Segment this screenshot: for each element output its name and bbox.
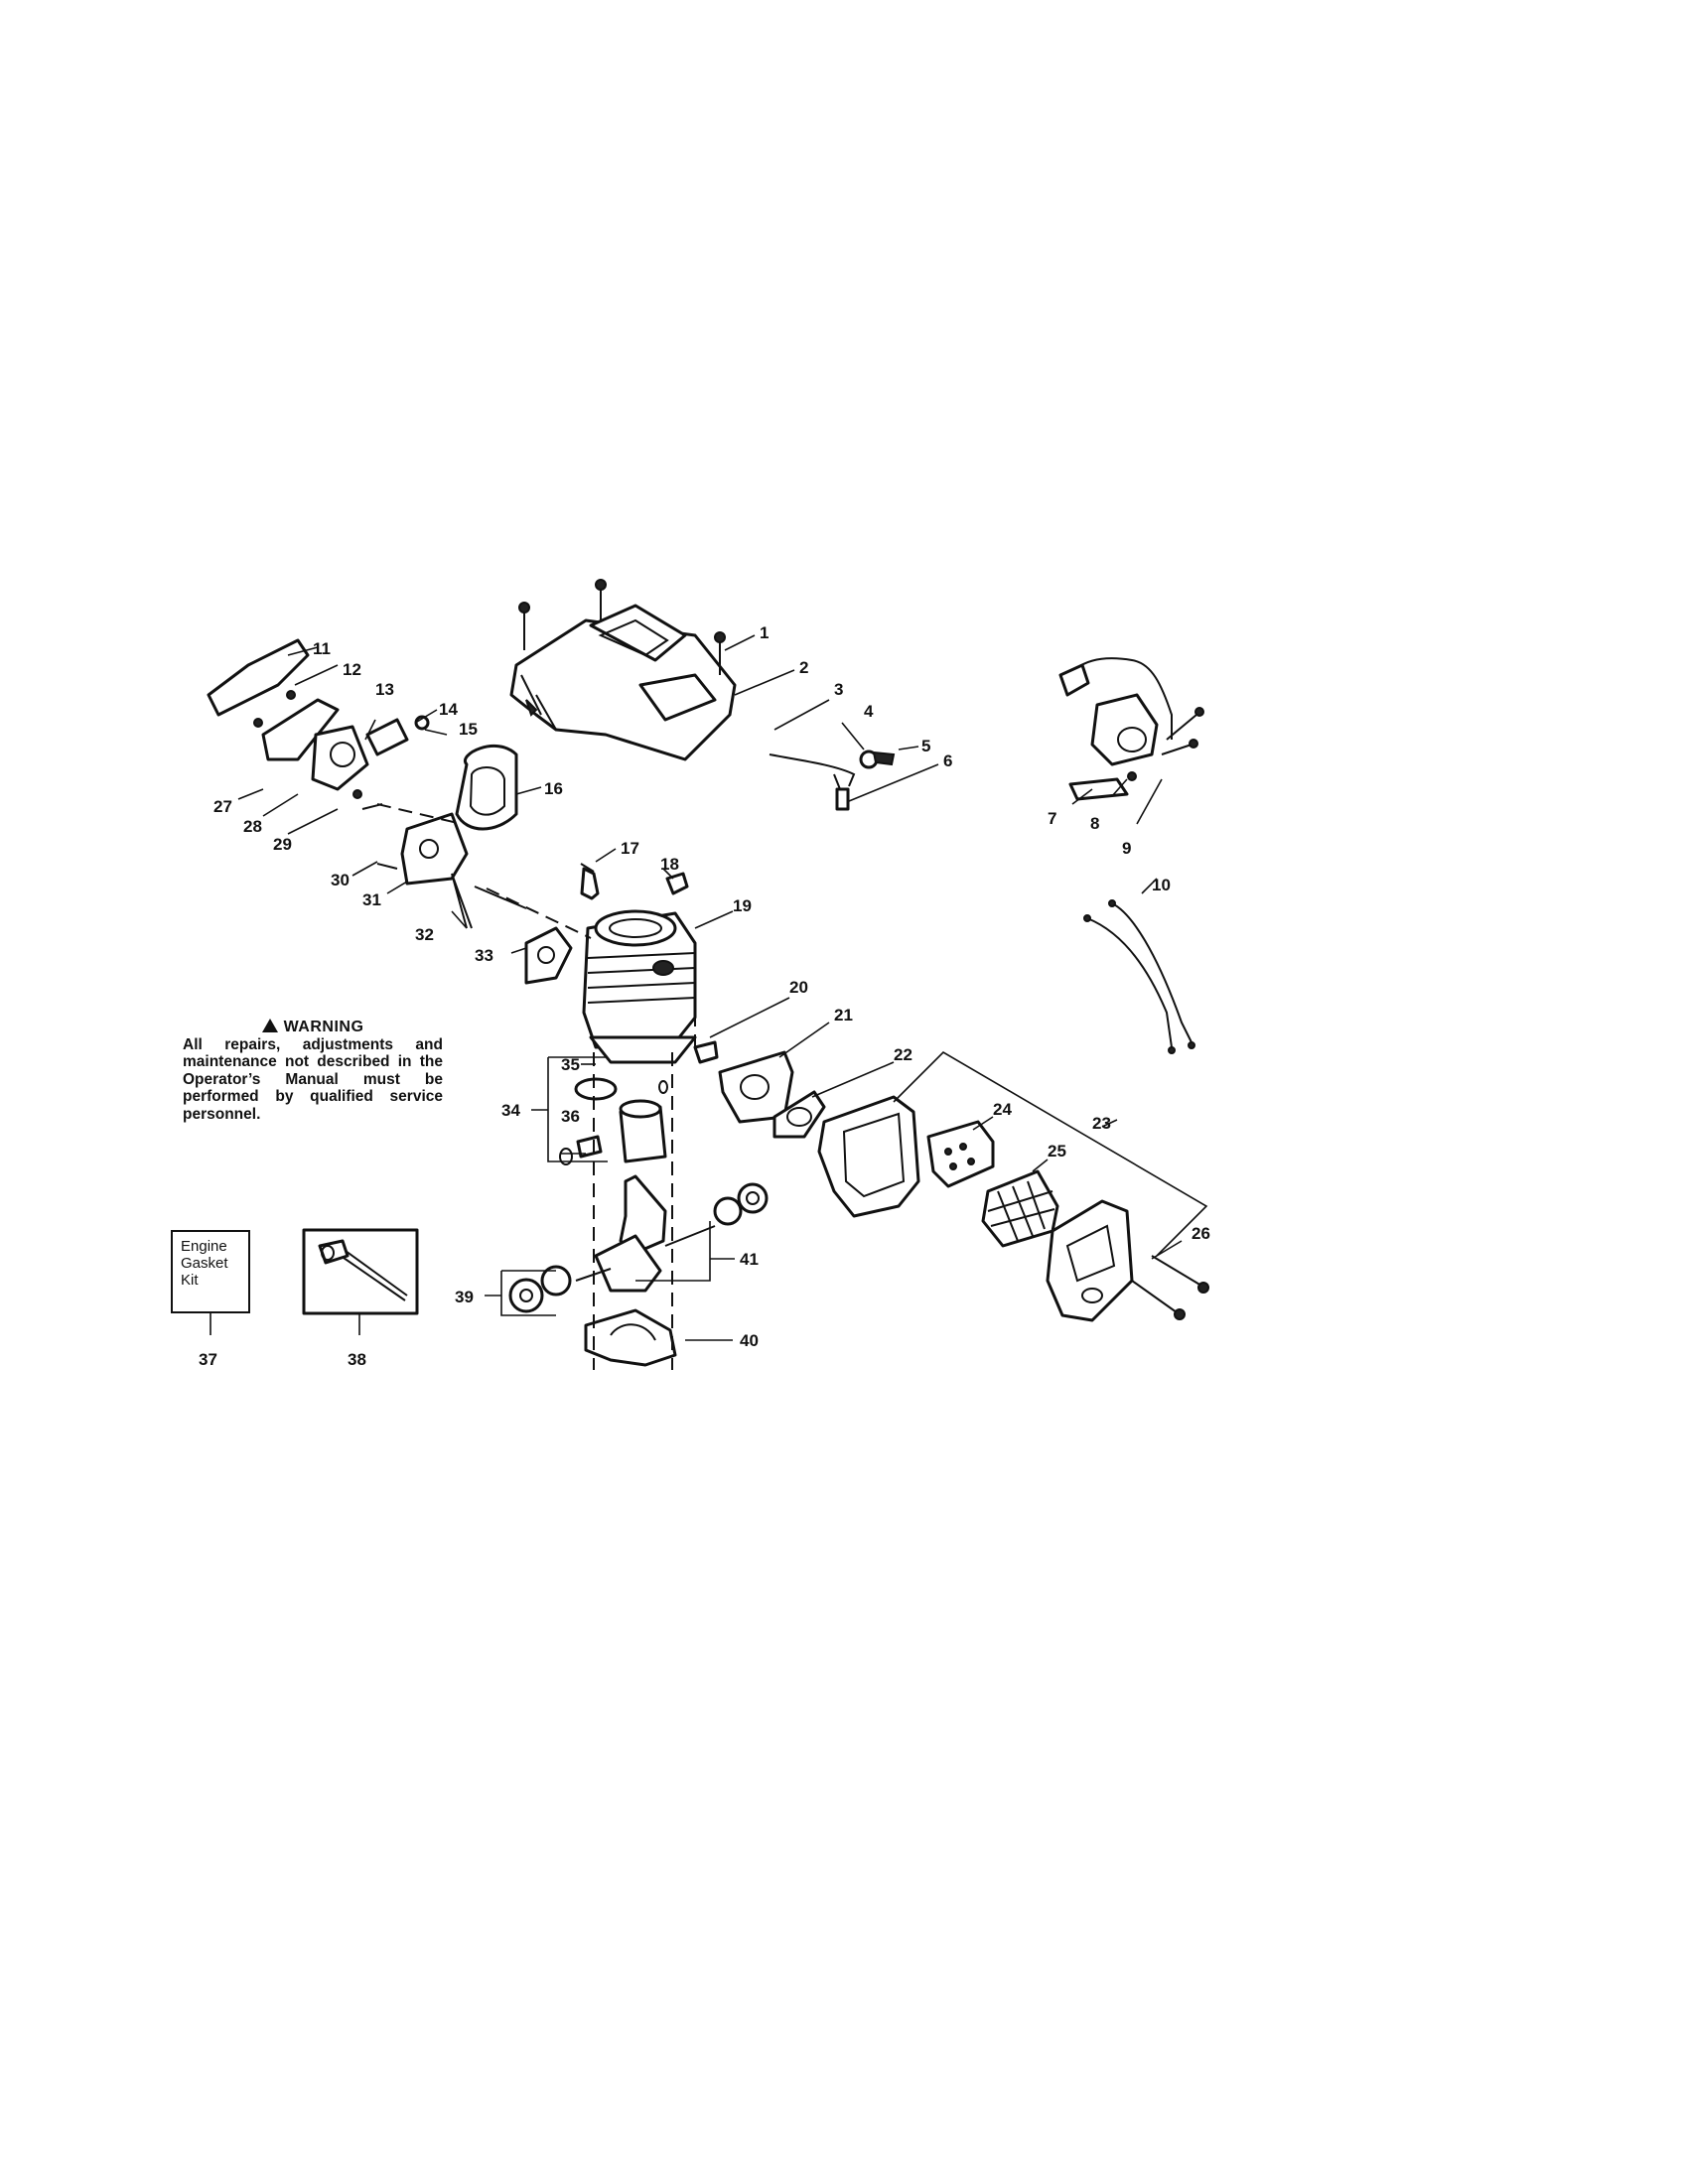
callout-10: 10 (1152, 876, 1171, 894)
screw-part (518, 579, 726, 675)
callout-4: 4 (864, 702, 874, 721)
warning-title: WARNING (283, 1019, 364, 1035)
callout-18: 18 (660, 855, 679, 874)
warning-notice: WARNING All repairs, adjustments and mai… (183, 1018, 443, 1123)
callout-35: 35 (561, 1055, 580, 1074)
muffler-bracket (893, 1050, 1208, 1257)
callout-25: 25 (1048, 1142, 1066, 1160)
fuel-line-part (769, 750, 896, 811)
callout-14: 14 (439, 700, 458, 719)
spark-arrestor-plate-part (926, 1120, 995, 1188)
callout-leaders (237, 634, 1183, 1341)
callout-3: 3 (834, 680, 843, 699)
callout-29: 29 (273, 835, 292, 854)
ignition-wires-part (1083, 899, 1195, 1054)
callout-34: 34 (501, 1101, 520, 1120)
callout-24: 24 (993, 1100, 1012, 1119)
callout-32: 32 (415, 925, 434, 944)
callout-33: 33 (475, 946, 493, 965)
callout-40: 40 (740, 1331, 759, 1350)
piston-bracket (531, 1056, 608, 1162)
spark-arrestor-screen-part (981, 1169, 1059, 1248)
air-filter-cover-part (207, 638, 430, 799)
intake-boot-part (455, 744, 518, 831)
crankshaft-bracket (485, 1221, 735, 1316)
callout-39: 39 (455, 1288, 474, 1306)
callout-8: 8 (1090, 814, 1099, 833)
warning-icon (261, 1019, 278, 1032)
ignition-module-part (1058, 657, 1204, 801)
callout-16: 16 (544, 779, 563, 798)
callout-23: 23 (1092, 1114, 1111, 1133)
crankshaft-part (508, 1174, 769, 1313)
muffler-gasket-part (693, 1040, 826, 1139)
callout-1: 1 (760, 623, 769, 642)
muffler-cover-part (1046, 1199, 1209, 1322)
callout-6: 6 (943, 751, 952, 770)
callout-30: 30 (331, 871, 350, 889)
intake-gasket-part (474, 886, 592, 985)
gasket-kit-line2: Gasket (181, 1255, 228, 1272)
scrench-tool-part (302, 1228, 419, 1315)
top-cover-part (509, 604, 737, 761)
callout-9: 9 (1122, 839, 1131, 858)
callout-22: 22 (894, 1045, 912, 1064)
engine-gasket-kit-box: Engine Gasket Kit (171, 1230, 250, 1313)
cylinder-part (582, 909, 697, 1064)
spark-plug-part (580, 863, 600, 900)
callout-27: 27 (213, 797, 232, 816)
callout-12: 12 (343, 660, 361, 679)
callout-13: 13 (375, 680, 394, 699)
callout-37: 37 (199, 1350, 217, 1369)
callout-28: 28 (243, 817, 262, 836)
callout-19: 19 (733, 896, 752, 915)
assembly-center-lines (593, 1013, 696, 1370)
callout-17: 17 (621, 839, 639, 858)
muffler-body-part (817, 1095, 920, 1218)
callout-5: 5 (921, 737, 930, 755)
callout-21: 21 (834, 1006, 853, 1024)
intake-adapter-part (361, 803, 473, 929)
gasket-kit-line3: Kit (181, 1272, 199, 1289)
crankcase-part (584, 1308, 677, 1367)
callout-2: 2 (799, 658, 808, 677)
callout-41: 41 (740, 1250, 759, 1269)
callout-15: 15 (459, 720, 478, 739)
gasket-kit-line1: Engine (181, 1238, 227, 1255)
callout-38: 38 (348, 1350, 366, 1369)
callout-36: 36 (561, 1107, 580, 1126)
callout-7: 7 (1048, 809, 1056, 828)
callout-26: 26 (1192, 1224, 1210, 1243)
callout-20: 20 (789, 978, 808, 997)
callout-labels: 1 2 3 4 5 6 7 8 9 10 11 12 13 14 15 16 1… (199, 623, 1210, 1369)
piston-part (559, 1077, 668, 1165)
callout-31: 31 (362, 890, 381, 909)
callout-11: 11 (313, 639, 331, 658)
warning-text: All repairs, adjustments and maintenance… (183, 1035, 443, 1123)
